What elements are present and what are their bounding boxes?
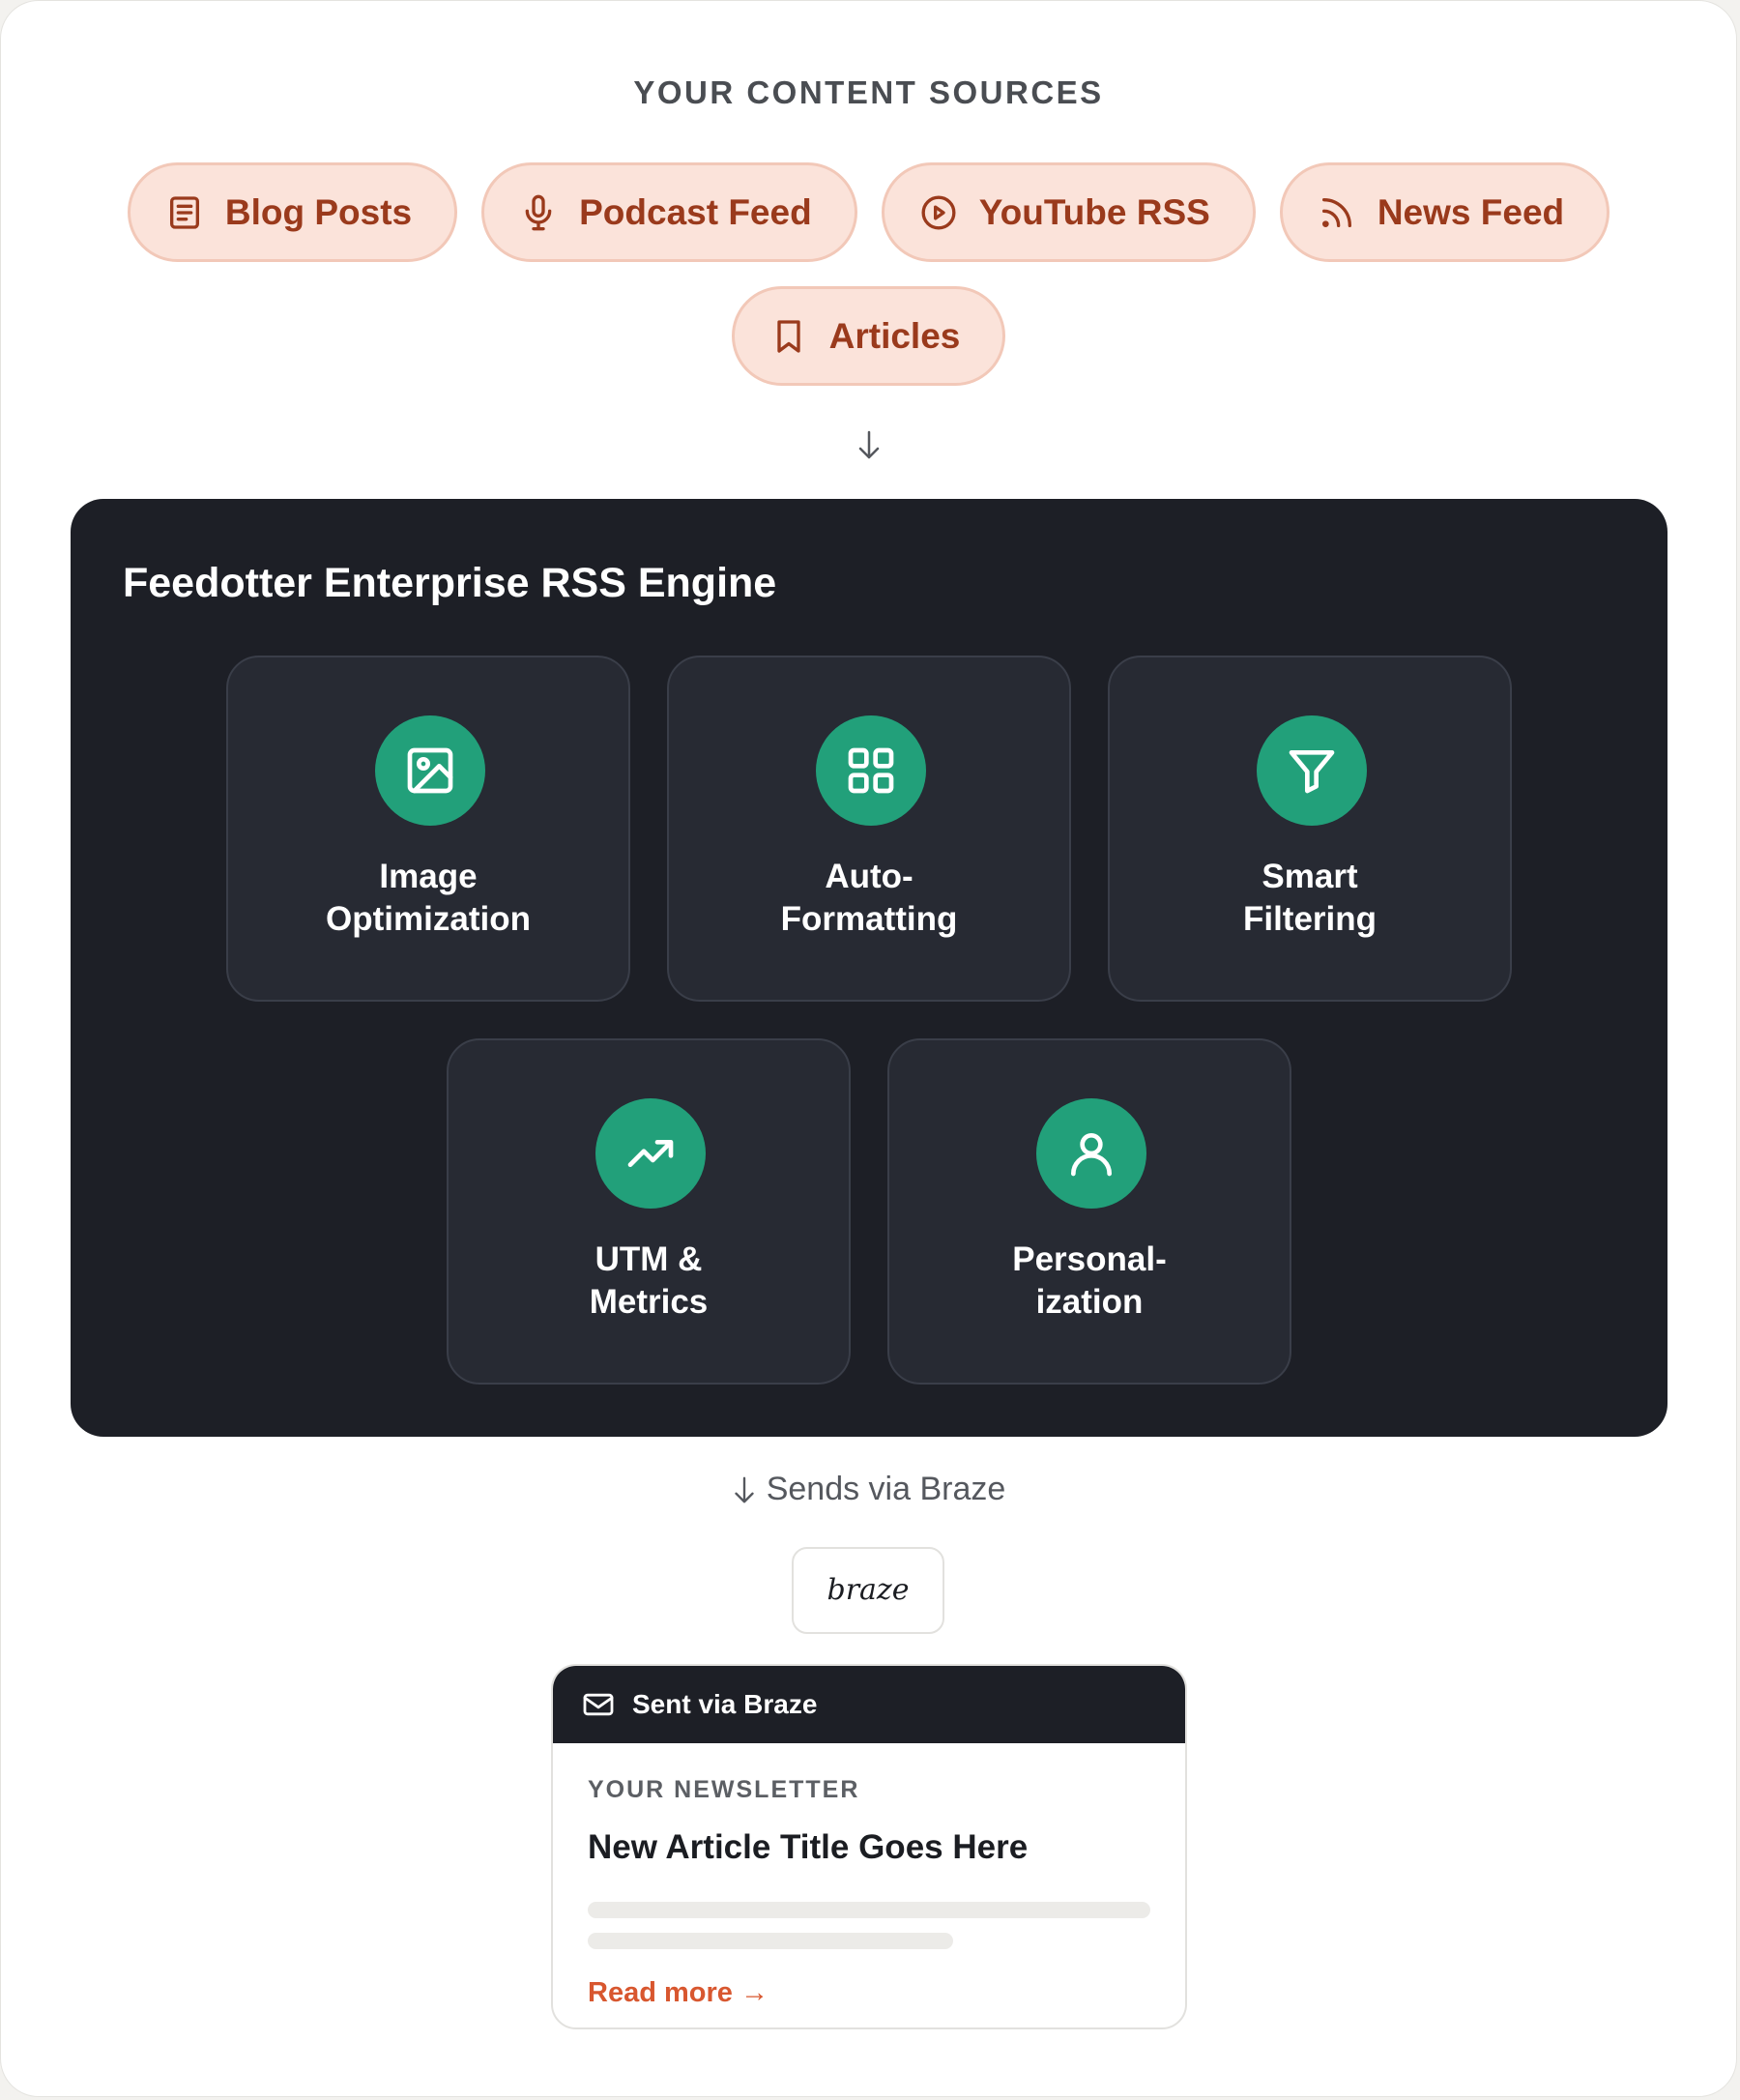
source-chip-blog-posts[interactable]: Blog Posts: [127, 162, 458, 262]
sends-label: Sends via Braze: [766, 1471, 1006, 1507]
source-chip-podcast-feed[interactable]: Podcast Feed: [481, 162, 857, 262]
arrow-down-icon: [735, 1476, 754, 1502]
newsletter-label: YOUR NEWSLETTER: [588, 1776, 860, 1803]
play-circle-icon: [921, 195, 956, 229]
sends-via-braze: Sends via Braze: [1, 1471, 1736, 1508]
email-preview: Sent via Braze YOUR NEWSLETTER New Artic…: [551, 1664, 1187, 2029]
braze-logo: braze: [792, 1547, 944, 1634]
feature-label: Auto-Formatting: [780, 858, 958, 938]
text-placeholder-bar: [588, 1902, 1150, 1918]
user-icon: [1071, 1133, 1112, 1177]
svg-text:braze: braze: [827, 1573, 910, 1607]
email-header: Sent via Braze: [553, 1666, 1185, 1743]
source-label: Blog Posts: [224, 191, 413, 232]
grid-icon: [848, 747, 894, 794]
read-more-link[interactable]: Read more →: [588, 1977, 768, 2008]
mail-icon: [583, 1693, 614, 1716]
document-icon: [169, 195, 199, 229]
source-chip-articles[interactable]: Articles: [731, 286, 1006, 386]
braze-wordmark-icon: braze: [827, 1573, 910, 1607]
feature-label: Personal-ization: [1012, 1240, 1167, 1321]
source-label: News Feed: [1377, 191, 1565, 232]
feature-card-utm-metrics[interactable]: UTM &Metrics: [447, 1038, 851, 1385]
bookmark-icon: [776, 319, 800, 353]
microphone-icon: [525, 194, 552, 230]
content-sources: Blog Posts Podcast Feed YouTube RSS News…: [1, 162, 1736, 410]
section-heading: YOUR CONTENT SOURCES: [633, 74, 1104, 110]
arrow-down-icon: [858, 430, 880, 459]
email-header-label: Sent via Braze: [632, 1689, 818, 1719]
feature-card-auto-formatting[interactable]: Auto-Formatting: [667, 656, 1071, 1002]
source-label: Articles: [828, 315, 961, 356]
rss-icon: [1321, 197, 1351, 227]
source-label: Podcast Feed: [579, 191, 812, 232]
feature-label: UTM &Metrics: [589, 1240, 709, 1321]
text-placeholder-bar: [588, 1933, 953, 1949]
engine-title: Feedotter Enterprise RSS Engine: [123, 560, 777, 606]
filter-icon: [1289, 750, 1335, 794]
source-chip-youtube-rss[interactable]: YouTube RSS: [881, 162, 1256, 262]
article-title: New Article Title Goes Here: [588, 1828, 1029, 1866]
source-label: YouTube RSS: [978, 191, 1210, 232]
feature-card-personalization[interactable]: Personal-ization: [887, 1038, 1291, 1385]
source-chip-news-feed[interactable]: News Feed: [1279, 162, 1610, 262]
trending-up-icon: [627, 1140, 674, 1167]
image-icon: [407, 747, 453, 794]
